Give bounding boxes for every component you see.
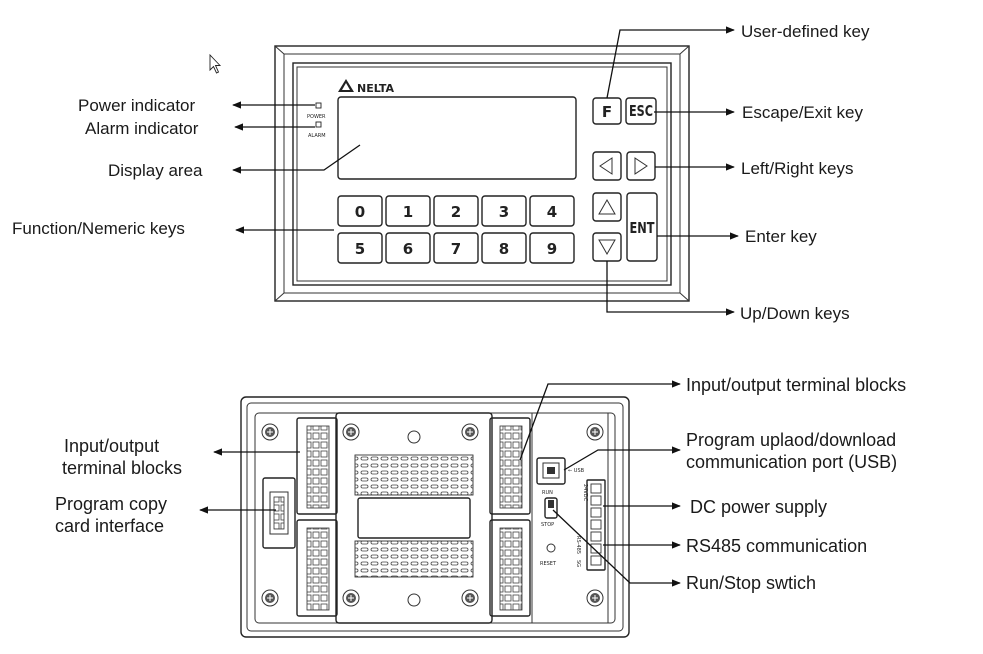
display-area-label: Display area bbox=[108, 161, 203, 180]
function-numeric-keys-label: Function/Nemeric keys bbox=[12, 219, 185, 238]
up-arrow-icon bbox=[598, 198, 616, 215]
ent-key-label: ENT bbox=[630, 219, 656, 237]
right-arrow-icon bbox=[634, 157, 648, 175]
numeric-key-label: 2 bbox=[451, 203, 461, 221]
screw-icon bbox=[342, 423, 360, 441]
f-key-label: F bbox=[602, 103, 612, 121]
numeric-key[interactable]: 4 bbox=[529, 195, 575, 227]
terminal-screw bbox=[590, 543, 602, 554]
terminal-screw bbox=[590, 531, 602, 542]
down-arrow-icon bbox=[598, 239, 616, 256]
numeric-key[interactable]: 9 bbox=[529, 232, 575, 264]
up-down-keys-label: Up/Down keys bbox=[740, 304, 850, 323]
io-terminal-top-label: Input/output terminal blocks bbox=[686, 375, 907, 395]
numeric-key[interactable]: 6 bbox=[385, 232, 431, 264]
numeric-key-label: 3 bbox=[499, 203, 509, 221]
left-terminal-blocks bbox=[296, 417, 338, 617]
numeric-key[interactable]: 3 bbox=[481, 195, 527, 227]
display-screen bbox=[337, 96, 577, 180]
cursor-icon bbox=[209, 53, 222, 74]
left-right-keys-label: Left/Right keys bbox=[741, 159, 854, 178]
left-key[interactable] bbox=[592, 151, 622, 181]
sg-text: SG bbox=[575, 560, 581, 567]
numeric-key-label: 5 bbox=[355, 240, 365, 258]
power-indicator-label: Power indicator bbox=[78, 96, 196, 115]
screw-icon bbox=[261, 589, 279, 607]
terminal-screw bbox=[590, 507, 602, 518]
dc-text: 24VDC bbox=[582, 484, 588, 502]
numeric-key-label: 1 bbox=[403, 203, 413, 221]
run-stop-switch[interactable] bbox=[544, 497, 558, 519]
numeric-key[interactable]: 5 bbox=[337, 232, 383, 264]
numeric-keypad: 0 1 2 3 4 5 6 7 8 9 bbox=[337, 195, 575, 264]
alarm-led-icon bbox=[315, 121, 322, 128]
numeric-key-label: 8 bbox=[499, 240, 509, 258]
power-led-text: POWER bbox=[307, 114, 326, 120]
usb-port[interactable] bbox=[536, 457, 566, 485]
ent-key[interactable]: ENT bbox=[626, 192, 658, 262]
screw-icon bbox=[461, 589, 479, 607]
power-led-icon bbox=[315, 102, 322, 109]
down-key[interactable] bbox=[592, 232, 622, 262]
numeric-key[interactable]: 2 bbox=[433, 195, 479, 227]
dc-power-label: DC power supply bbox=[690, 497, 828, 517]
screw-icon bbox=[586, 589, 604, 607]
usb-text: ← USB bbox=[568, 468, 585, 474]
screw-icon bbox=[342, 589, 360, 607]
numeric-key-label: 0 bbox=[355, 203, 365, 221]
copy-card-slot bbox=[262, 477, 296, 549]
terminal-screw bbox=[590, 495, 602, 506]
numeric-key-label: 4 bbox=[547, 203, 557, 221]
usb-port-label-line1: Program uplaod/download bbox=[686, 430, 897, 450]
esc-key[interactable]: ESC bbox=[625, 97, 657, 125]
rear-screws bbox=[261, 423, 604, 607]
up-key[interactable] bbox=[592, 192, 622, 222]
rear-leaders bbox=[199, 380, 681, 587]
terminal-screw bbox=[590, 519, 602, 530]
terminal-screw bbox=[590, 483, 602, 494]
numeric-key[interactable]: 8 bbox=[481, 232, 527, 264]
numeric-key-label: 7 bbox=[451, 240, 461, 258]
right-terminal-blocks bbox=[489, 417, 531, 617]
escape-exit-key-label: Escape/Exit key bbox=[742, 103, 863, 122]
numeric-key[interactable]: 1 bbox=[385, 195, 431, 227]
rear-panel bbox=[240, 396, 630, 638]
user-defined-key-label: User-defined key bbox=[741, 22, 870, 41]
brand-text: NELTA bbox=[357, 82, 395, 95]
enter-key-label: Enter key bbox=[745, 227, 817, 246]
numeric-key[interactable]: 0 bbox=[337, 195, 383, 227]
copy-card-label-line1: Program copy bbox=[55, 494, 168, 514]
terminal-screw bbox=[590, 555, 602, 566]
alarm-indicator-label: Alarm indicator bbox=[85, 119, 199, 138]
screw-icon bbox=[261, 423, 279, 441]
run-stop-label: Run/Stop swtich bbox=[686, 573, 817, 593]
io-terminal-left-label-line1: Input/output bbox=[64, 436, 160, 456]
numeric-key-label: 6 bbox=[403, 240, 413, 258]
numeric-key-label: 9 bbox=[547, 240, 557, 258]
brand-logo: NELTA bbox=[338, 79, 395, 95]
front-leaders bbox=[232, 26, 739, 316]
rs485-text: RS-485 bbox=[575, 536, 581, 554]
rs485-label: RS485 communication bbox=[686, 536, 868, 556]
run-text: RUN bbox=[542, 490, 553, 496]
left-arrow-icon bbox=[599, 157, 613, 175]
front-panel bbox=[274, 45, 690, 302]
io-terminal-left-label-line2: terminal blocks bbox=[62, 458, 183, 478]
f-key[interactable]: F bbox=[592, 97, 622, 125]
stop-text: STOP bbox=[541, 522, 554, 528]
screw-icon bbox=[586, 423, 604, 441]
copy-card-label-line2: card interface bbox=[55, 516, 165, 536]
alarm-led-text: ALARM bbox=[308, 133, 326, 139]
right-connector-area: ← USB RUN STOP RESET 24VDC RS-485 SG bbox=[531, 412, 609, 624]
right-key[interactable] bbox=[626, 151, 656, 181]
usb-port-label-line2: communication port (USB) bbox=[686, 452, 898, 472]
esc-key-label: ESC bbox=[629, 102, 653, 120]
reset-button[interactable] bbox=[546, 543, 556, 553]
numeric-key[interactable]: 7 bbox=[433, 232, 479, 264]
reset-text: RESET bbox=[540, 561, 557, 567]
center-module bbox=[335, 412, 493, 624]
screw-icon bbox=[461, 423, 479, 441]
